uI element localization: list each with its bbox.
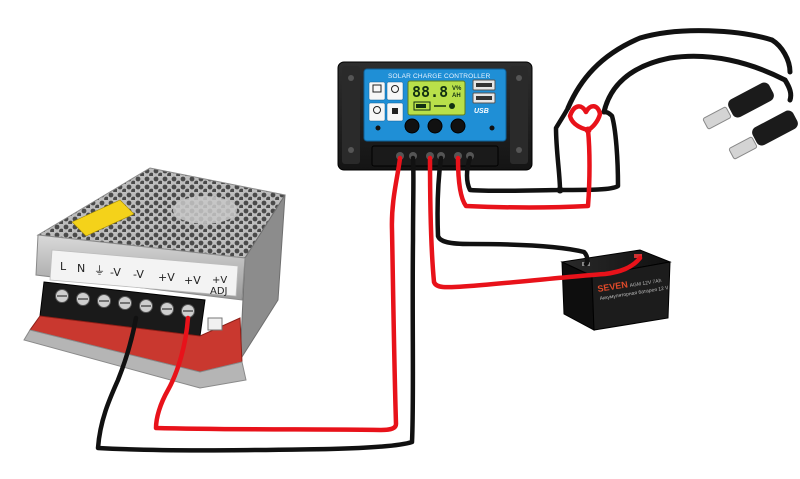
controller-mount-left [342,66,360,164]
lcd-unit-top: V% [452,86,462,92]
wire-battery-negative [435,155,590,267]
terminal-label-l: L [60,260,67,273]
controller-buttons [375,118,495,134]
power-supply: L N ⏚ -V -V +V +V +V ADJ [23,167,286,389]
splice-point-negative [556,186,564,194]
wire-psu-positive [153,155,403,433]
terminal-label-n: N [77,262,85,275]
controller-title: SOLAR CHARGE CONTROLLER [388,73,491,80]
adj-label-bottom: ADJ [210,286,228,297]
battery: SEVEN AGM 12V 7Ah Аккумуляторная батарея… [560,249,672,331]
dc-plug-1 [702,82,774,130]
wire-load-positive [455,104,603,210]
terminal-label-minus-v-1: -V [110,266,121,279]
terminal-label-plus-v-1: +V [158,271,175,284]
battery-model: AGM 12V 7Ah [629,278,662,289]
battery-brand: SEVEN [597,279,629,294]
psu-warning-label [71,199,135,237]
psu-base-plate [23,329,247,389]
adj-label-top: +V [212,275,227,286]
battery-terminal-positive [634,254,642,258]
clock-icon [373,106,381,114]
psu-potentiometer [207,317,223,331]
dc-plug-2 [728,110,798,160]
wire-battery-positive [427,155,643,290]
controller-status-icons [368,81,404,122]
lock-icon [392,108,398,114]
psu-label-strip [49,249,239,297]
terminal-label-minus-v-2: -V [133,268,144,281]
splice-point-positive [584,126,592,134]
controller-terminal-strip [371,145,499,167]
battery-side [591,261,671,331]
solar-panel-icon [372,84,382,93]
usb-ports [472,79,496,104]
gear-icon [391,85,399,93]
usb-label: USB [474,108,489,115]
terminal-label-ground: ⏚ [94,264,105,277]
psu-fan-circle [173,196,237,224]
lcd-digits: 88.8 [412,83,448,101]
controller-mount-right [510,66,528,164]
dc-splitter-cable [565,28,798,160]
psu-side-panel [239,194,286,362]
terminal-screws [55,289,195,318]
terminal-label-plus-v-2: +V [184,274,201,287]
lcd-battery-icon [413,101,455,111]
wire-psu-negative [95,155,416,453]
charge-controller: SOLAR CHARGE CONTROLLER 88.8 V% AH [337,61,533,171]
lcd-unit-bottom: AH [452,93,461,99]
